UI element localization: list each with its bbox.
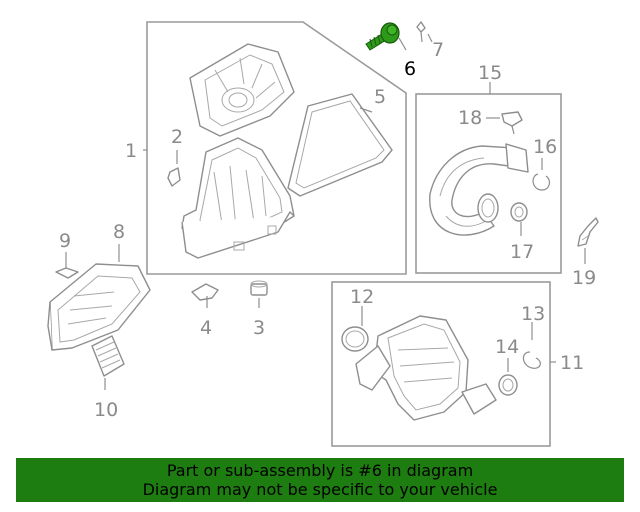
air-cleaner-cover [189,43,295,137]
group-box-air-cleaner [146,21,407,275]
resonator-part-11 [355,315,497,421]
info-banner: Part or sub-assembly is #6 in diagram Di… [16,458,624,502]
air-inlet-duct-part-8 [47,263,151,351]
callout-12[interactable]: 12 [350,286,374,308]
callout-18[interactable]: 18 [458,107,482,129]
group-box-resonator [331,281,551,447]
callout-3[interactable]: 3 [253,317,265,339]
clamp-part-12 [341,326,369,352]
clamp-part-16 [532,173,551,191]
group-box-intake-hose [415,93,562,274]
callout-8[interactable]: 8 [113,221,125,243]
clip-part-2 [167,167,181,187]
hose-fitting-part-19 [577,217,599,247]
bolt-part-6-highlighted[interactable] [365,22,400,51]
callout-11[interactable]: 11 [560,352,584,374]
pad-part-9 [55,267,79,279]
sensor-part-18 [501,111,523,135]
callout-labels: 1 2 3 4 5 6 7 8 9 10 11 12 13 14 15 16 1… [59,39,596,421]
callout-5[interactable]: 5 [374,86,386,108]
callout-7[interactable]: 7 [432,39,444,61]
screw-part-7 [416,21,426,43]
callout-4[interactable]: 4 [200,317,212,339]
callout-9[interactable]: 9 [59,230,71,252]
grille-part-10 [91,335,125,377]
grommet-part-3 [250,280,268,296]
seal-ring-part-17 [510,202,528,222]
leader-lines [65,33,586,390]
callout-1[interactable]: 1 [125,140,137,162]
callout-15[interactable]: 15 [478,62,502,84]
callout-17[interactable]: 17 [510,241,534,263]
callout-13[interactable]: 13 [521,303,545,325]
banner-line-1: Part or sub-assembly is #6 in diagram [166,461,474,480]
callout-10[interactable]: 10 [94,399,118,421]
callout-19[interactable]: 19 [572,267,596,289]
callout-14[interactable]: 14 [495,336,519,358]
air-cleaner-housing [181,137,295,259]
callout-2[interactable]: 2 [171,126,183,148]
bracket-part-4 [191,283,219,301]
callout-16[interactable]: 16 [533,136,557,158]
callout-6[interactable]: 6 [404,58,416,80]
seal-ring-part-14 [498,374,518,396]
clamp-part-13 [522,351,541,369]
banner-line-2: Diagram may not be specific to your vehi… [142,480,498,499]
intake-hose-part-15 [429,143,529,236]
air-filter-element [287,93,393,197]
